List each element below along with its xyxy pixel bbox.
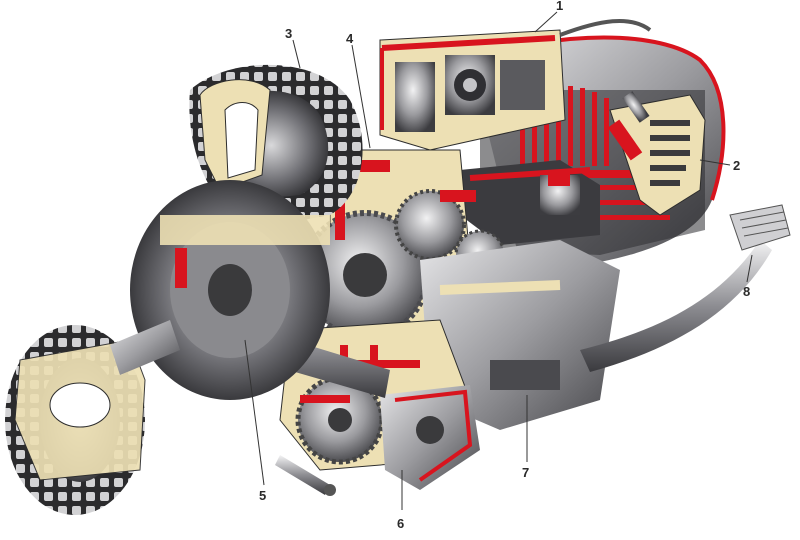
callout-3: 3 bbox=[285, 26, 292, 41]
callout-4: 4 bbox=[346, 31, 354, 46]
cylinder-head bbox=[379, 29, 566, 151]
callout-6: 6 bbox=[397, 516, 404, 531]
callout-2: 2 bbox=[733, 158, 740, 173]
callout-5: 5 bbox=[259, 488, 266, 503]
casing-ribs bbox=[650, 120, 690, 186]
lower-axle bbox=[275, 455, 336, 496]
support-arm bbox=[580, 240, 772, 372]
cylinder-piston bbox=[460, 160, 600, 245]
leader-lines bbox=[244, 11, 753, 510]
front-tire-lower bbox=[5, 320, 180, 515]
callout-1: 1 bbox=[556, 0, 563, 13]
leader-5 bbox=[244, 339, 265, 486]
leader-4 bbox=[351, 44, 371, 149]
leader-3 bbox=[292, 39, 301, 69]
leader-1 bbox=[534, 11, 558, 33]
spark-plug bbox=[559, 18, 652, 161]
leader-2 bbox=[699, 159, 731, 166]
foot-pedal bbox=[729, 204, 791, 251]
callout-8: 8 bbox=[743, 284, 750, 299]
kickstart-unit bbox=[380, 385, 480, 490]
leader-8 bbox=[746, 254, 753, 283]
crankcase bbox=[420, 240, 620, 430]
callout-numbers: 1 2 3 4 5 6 7 8 bbox=[259, 0, 750, 531]
callout-7: 7 bbox=[522, 465, 529, 480]
wheel-disc bbox=[130, 180, 330, 400]
